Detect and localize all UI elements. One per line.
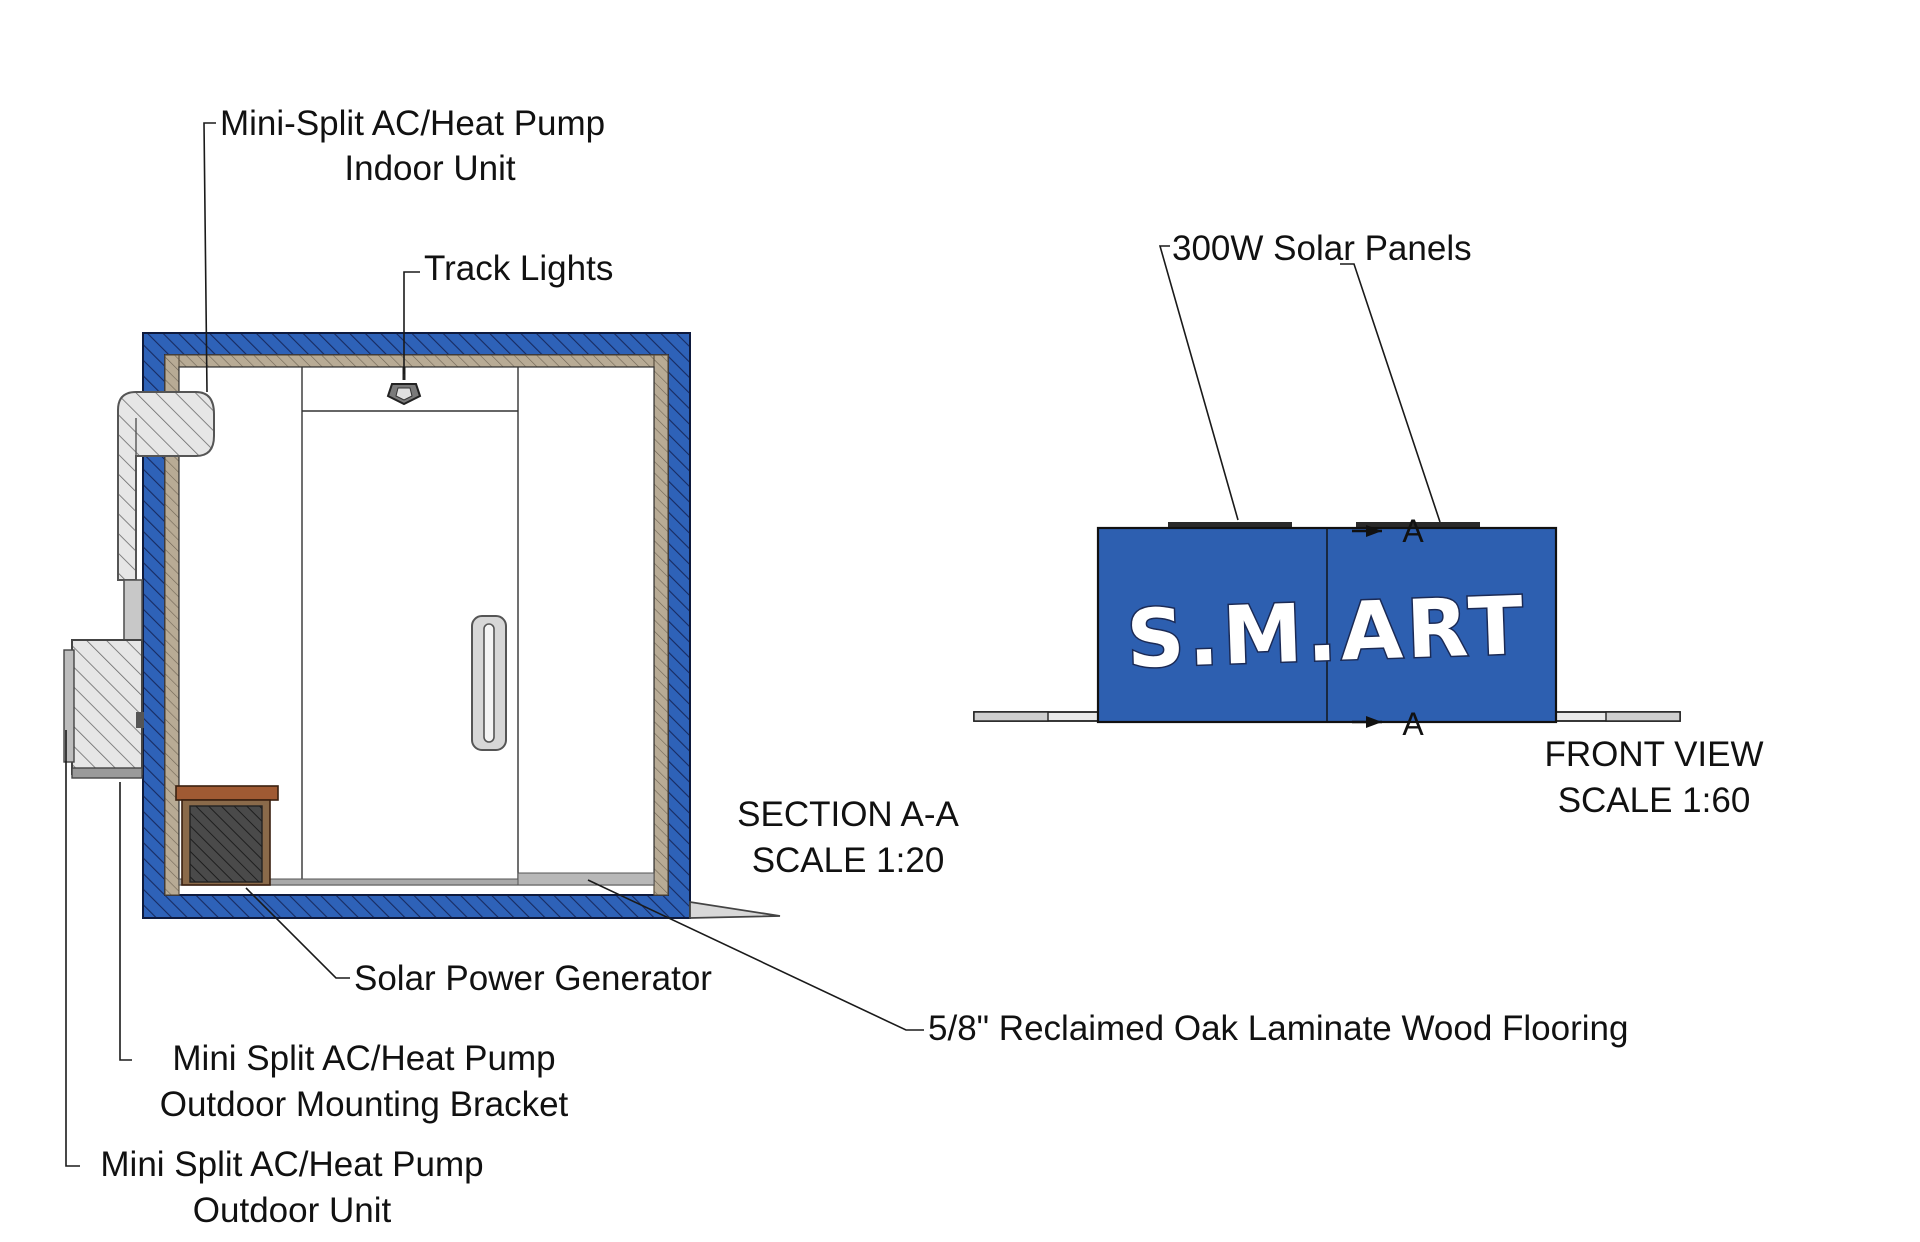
label-outdoor-unit-line2: Outdoor Unit (193, 1191, 392, 1230)
label-section-title: SECTION A-A (737, 795, 959, 834)
smart-logo: S.M.ART (1125, 579, 1529, 686)
label-bracket-line1: Mini Split AC/Heat Pump (172, 1039, 555, 1078)
leader-solar-panel-right (1340, 263, 1441, 523)
label-indoor-unit-line1: Mini-Split AC/Heat Pump (220, 104, 605, 143)
label-outdoor-unit-line1: Mini Split AC/Heat Pump (100, 1145, 483, 1184)
floor-strip-right (517, 872, 655, 886)
label-front-view-scale: SCALE 1:60 (1558, 781, 1751, 820)
solar-panel-left (1168, 522, 1292, 528)
leader-indoor-unit (203, 122, 216, 393)
label-solar-panels: 300W Solar Panels (1172, 229, 1472, 268)
section-marker-top: A (1402, 513, 1424, 549)
front-view: A A S.M.ART (973, 513, 1681, 742)
leader-solar-generator (245, 887, 350, 979)
solar-panel-right (1356, 522, 1480, 528)
interior-lining-right (653, 354, 669, 896)
section-view (63, 332, 781, 919)
leader-lines (65, 122, 1441, 1167)
leader-solar-panel-left (1158, 245, 1239, 521)
mini-split-indoor-unit (117, 391, 215, 641)
solar-generator (175, 785, 279, 886)
annotations: Mini-Split AC/Heat Pump Indoor Unit Trac… (100, 104, 1763, 1230)
leader-outdoor-unit (65, 730, 80, 1167)
mini-split-outdoor-unit (63, 639, 144, 779)
label-bracket-line2: Outdoor Mounting Bracket (160, 1085, 569, 1124)
leader-track-lights (403, 271, 420, 374)
label-track-lights: Track Lights (424, 249, 613, 288)
leader-bracket (119, 782, 132, 1061)
trailer-rail-left-cap (973, 711, 1049, 722)
entry-ramp (689, 900, 781, 919)
label-section-scale: SCALE 1:20 (752, 841, 945, 880)
section-arrow-bottom-head (1366, 716, 1382, 728)
section-marker-bottom: A (1402, 706, 1424, 742)
label-indoor-unit-line2: Indoor Unit (344, 149, 515, 188)
section-arrow-top-head (1366, 525, 1382, 537)
trailer-rail-right-cap (1605, 711, 1681, 722)
interior-lining-top (164, 354, 669, 368)
leader-flooring (587, 879, 924, 1031)
door-handle-grip (483, 623, 495, 743)
label-solar-generator: Solar Power Generator (354, 959, 712, 998)
label-flooring: 5/8" Reclaimed Oak Laminate Wood Floorin… (928, 1009, 1628, 1048)
label-front-view-title: FRONT VIEW (1544, 735, 1763, 774)
